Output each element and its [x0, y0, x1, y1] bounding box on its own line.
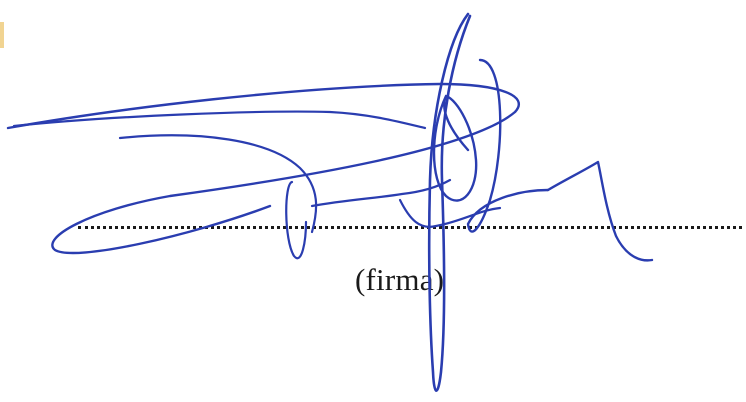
signature-stroke-upper — [12, 110, 427, 130]
signature-stroke-curve — [118, 134, 318, 234]
signature-stroke-inner-loop — [432, 94, 478, 202]
signature-stroke-cross — [310, 178, 452, 208]
scan-edge-mark — [0, 22, 4, 48]
signature-stroke-flourish — [546, 160, 654, 262]
signature-line — [78, 226, 742, 229]
signature-stroke-base — [398, 198, 502, 228]
signature-stroke-right — [466, 58, 550, 233]
signature-stroke-tall-loop — [427, 12, 472, 393]
signature-stroke-sweep — [6, 82, 520, 255]
signature-stroke-hook — [285, 180, 308, 260]
